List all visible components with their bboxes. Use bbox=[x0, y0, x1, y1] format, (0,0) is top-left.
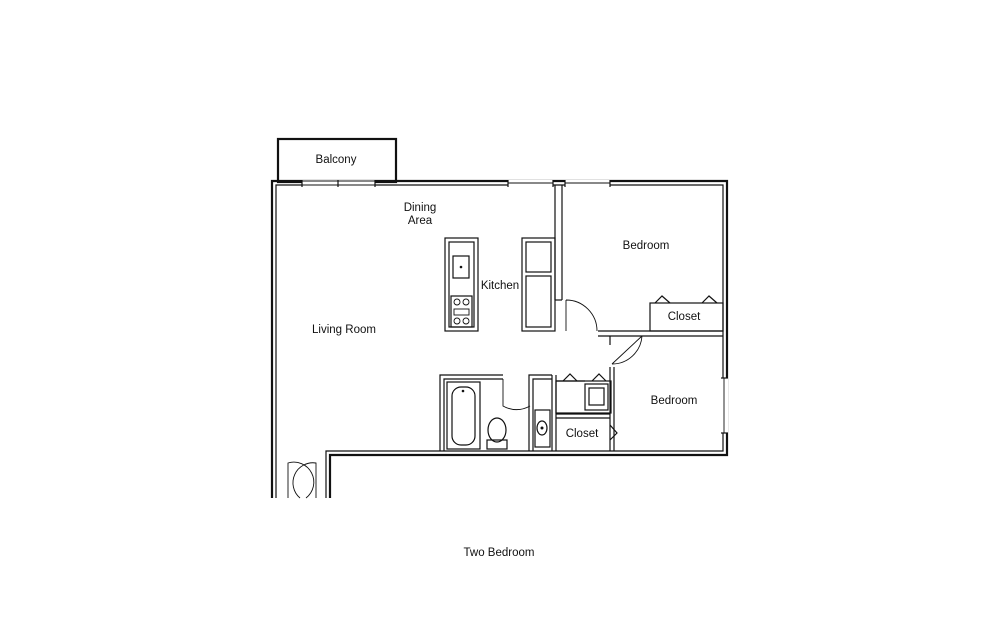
bedroom-top-label: Bedroom bbox=[623, 240, 670, 252]
doors bbox=[287, 299, 643, 499]
closet-doors bbox=[562, 295, 718, 441]
exterior-walls bbox=[270, 179, 729, 498]
bathtub-icon bbox=[446, 381, 481, 450]
stove-icon bbox=[450, 295, 473, 328]
laundry-machines bbox=[555, 380, 612, 414]
closet-top-label: Closet bbox=[668, 311, 701, 323]
plan-caption: Two Bedroom bbox=[464, 547, 535, 559]
dining-area-label-line1: Dining bbox=[404, 202, 437, 214]
balcony-label: Balcony bbox=[316, 154, 357, 166]
fridge-icon bbox=[521, 237, 556, 332]
water-heater-icon bbox=[534, 409, 551, 448]
bathroom-fixtures bbox=[446, 381, 551, 450]
toilet-icon bbox=[486, 417, 508, 450]
dining-area-label-line2: Area bbox=[408, 215, 433, 227]
living-room-label: Living Room bbox=[312, 324, 376, 336]
bedroom-bottom-label: Bedroom bbox=[651, 395, 698, 407]
kitchen-counters bbox=[444, 237, 556, 332]
sink-icon bbox=[452, 255, 470, 279]
closet-bottom-label: Closet bbox=[566, 428, 599, 440]
kitchen-label: Kitchen bbox=[481, 280, 519, 292]
